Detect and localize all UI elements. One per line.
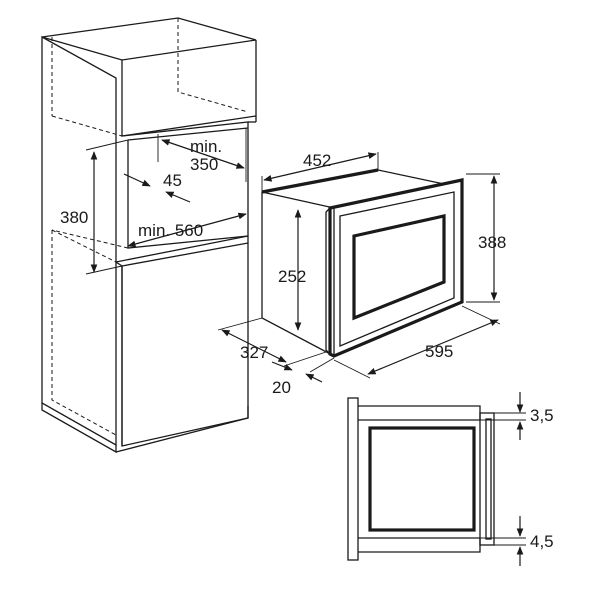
label-min-560: min. 560 [138, 221, 203, 240]
cabinet-plinth [41, 403, 117, 454]
cabinet-top [41, 17, 257, 61]
label-45: 45 [163, 171, 182, 190]
label-min-350-prefix: min. [190, 137, 222, 156]
dimension-20: 20 [271, 357, 335, 397]
dimension-min-350: min. 350 [157, 128, 247, 182]
dimension-380: 380 [60, 139, 129, 275]
section-wall [347, 397, 359, 561]
cabinet [41, 17, 257, 454]
label-min-350-value: 350 [190, 155, 218, 174]
dimension-327: 327 [217, 317, 327, 367]
dimension-595: 595 [333, 305, 501, 379]
cabinet-side-panel [41, 35, 117, 447]
label-595: 595 [425, 342, 453, 361]
section-appliance-body [368, 426, 476, 532]
label-380: 380 [60, 208, 88, 227]
label-3-5: 3,5 [530, 406, 554, 425]
label-327: 327 [240, 343, 268, 362]
dimension-4-5: 4,5 [516, 516, 554, 566]
dimension-252: 252 [278, 209, 306, 331]
appliance-body-side [261, 192, 335, 358]
dimension-min-560: min. 560 [127, 212, 247, 248]
section-view [347, 397, 526, 561]
cabinet-lower-door [121, 242, 249, 447]
label-20: 20 [272, 378, 291, 397]
dimension-45: 45 [123, 171, 191, 203]
cabinet-niche [121, 121, 249, 236]
appliance [261, 168, 464, 358]
appliance-front-frame [328, 178, 464, 358]
dimension-452: 452 [261, 151, 379, 192]
dimension-388: 388 [466, 173, 506, 303]
label-252: 252 [278, 267, 306, 286]
section-front-frame [479, 412, 495, 546]
label-388: 388 [478, 233, 506, 252]
label-452: 452 [303, 151, 331, 170]
appliance-window [352, 214, 446, 321]
label-4-5: 4,5 [530, 532, 554, 551]
dimension-3-5: 3,5 [516, 392, 554, 440]
